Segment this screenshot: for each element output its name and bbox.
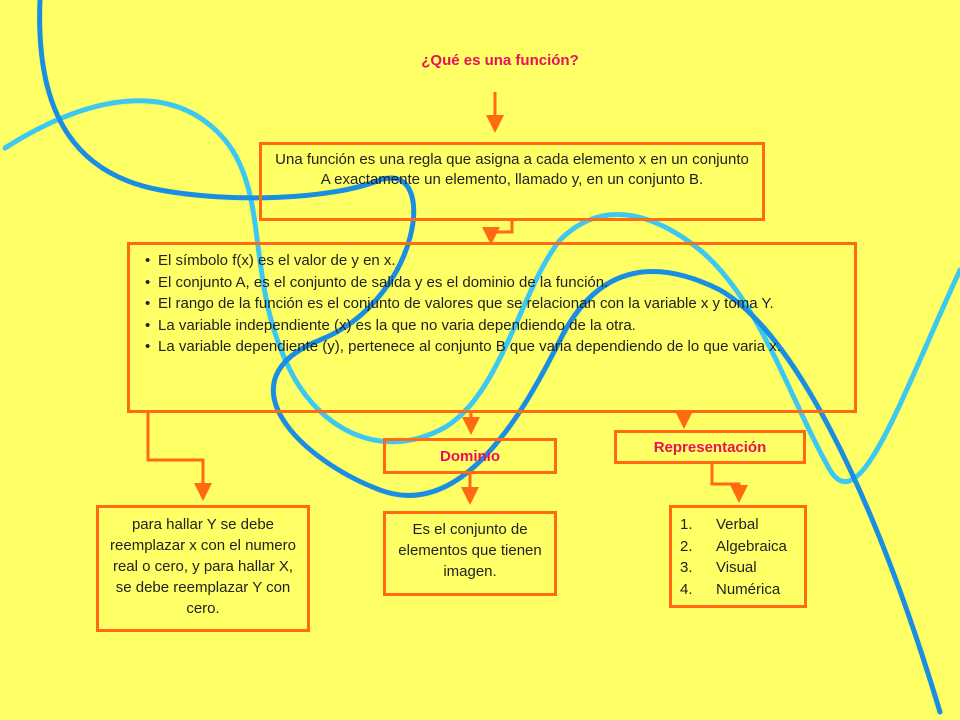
- dominio-label: Dominio: [440, 448, 500, 465]
- arrow-representacion-to-list: [710, 464, 748, 503]
- property-item: El símbolo f(x) es el valor de y en x.: [140, 250, 844, 272]
- representacion-item: 3. Visual: [680, 557, 800, 579]
- properties-box: El símbolo f(x) es el valor de y en x. E…: [127, 242, 857, 413]
- dominio-label-box: Dominio: [383, 438, 557, 474]
- item-number: 1.: [680, 516, 693, 533]
- item-number: 4.: [680, 580, 693, 598]
- property-item: La variable dependiente (y), pertenece a…: [140, 336, 844, 358]
- item-text: Verbal: [716, 516, 759, 533]
- representacion-label: Representación: [653, 439, 767, 456]
- representacion-label-box: Representación: [614, 430, 806, 464]
- representacion-item: 1. Verbal: [680, 514, 800, 536]
- item-text: Numérica: [716, 580, 781, 598]
- arrow-properties-to-hallar: [146, 413, 212, 501]
- dominio-definition-box: Es el conjunto de elementos que tienen i…: [383, 511, 557, 596]
- arrow-definition-to-properties: [482, 221, 514, 245]
- representacion-list-box: 1. Verbal 2. Algebraica 3. Visual 4. Num…: [669, 505, 807, 608]
- representacion-item: 2. Algebraica: [680, 536, 800, 558]
- hallar-box: para hallar Y se debe reemplazar x con e…: [96, 505, 310, 632]
- representacion-list: 1. Verbal 2. Algebraica 3. Visual 4. Num…: [680, 514, 800, 600]
- definition-text: Una función es una regla que asigna a ca…: [275, 151, 749, 188]
- property-item: El rango de la función es el conjunto de…: [140, 293, 844, 315]
- definition-box: Una función es una regla que asigna a ca…: [259, 142, 765, 221]
- hallar-text: para hallar Y se debe reemplazar x con e…: [110, 516, 296, 617]
- dominio-definition-text: Es el conjunto de elementos que tienen i…: [398, 521, 542, 580]
- item-text: Algebraica: [716, 537, 787, 555]
- property-item: La variable independiente (x) es la que …: [140, 315, 844, 337]
- properties-list: El símbolo f(x) es el valor de y en x. E…: [140, 250, 844, 358]
- item-number: 2.: [680, 537, 693, 555]
- item-text: Visual: [716, 559, 757, 576]
- representacion-item: 4. Numérica: [680, 579, 800, 601]
- property-item: El conjunto A, es el conjunto de salida …: [140, 272, 844, 294]
- item-number: 3.: [680, 559, 693, 576]
- page-title: ¿Qué es una función?: [421, 52, 579, 69]
